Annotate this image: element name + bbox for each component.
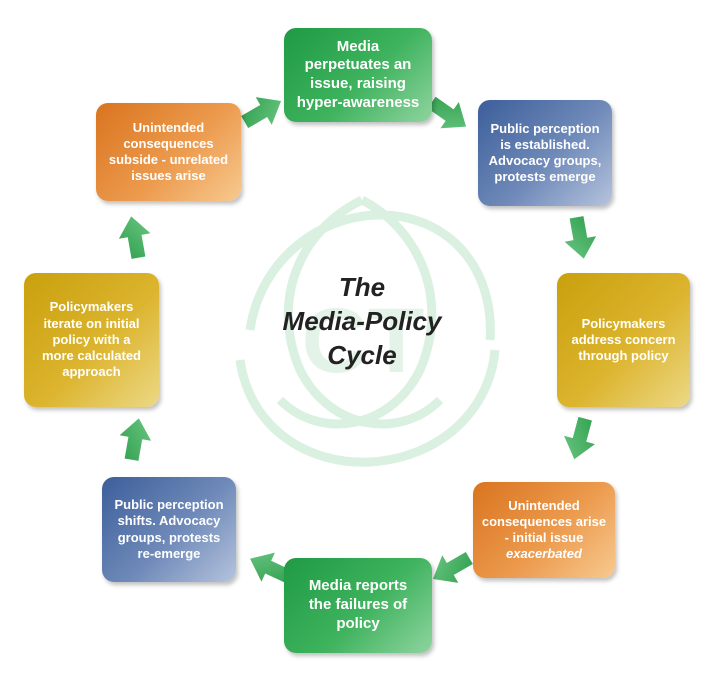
step-1-text: Media perpetuates an issue, raising hype… xyxy=(296,37,420,111)
step-8-text: Unintended consequences subside - unrela… xyxy=(108,119,229,184)
arrow-8-to-1 xyxy=(241,97,282,129)
step-8-box: Unintended consequences subside - unrela… xyxy=(96,103,241,201)
step-7-box: Policymakers iterate on initial policy w… xyxy=(24,273,159,407)
arrow-4-to-5 xyxy=(432,551,473,583)
cycle-title: The Media-Policy Cycle xyxy=(262,270,462,372)
watermark-letters: CT xyxy=(302,290,425,392)
step-2-box: Public perception is established. Advoca… xyxy=(478,100,612,206)
step-4-box: Unintended consequences arise - initial … xyxy=(473,482,615,578)
cycle-title-line-2: Media-Policy xyxy=(282,306,442,336)
cycle-title-line-1: The xyxy=(338,272,386,302)
arrow-6-to-7 xyxy=(119,418,152,461)
step-2-text: Public perception is established. Advoca… xyxy=(488,120,602,185)
arrow-7-to-8 xyxy=(118,216,151,259)
step-1-box: Media perpetuates an issue, raising hype… xyxy=(284,28,432,122)
step-3-box: Policymakers address concern through pol… xyxy=(557,273,690,407)
arrow-2-to-3 xyxy=(564,216,597,259)
step-6-box: Public perception shifts. Advocacy group… xyxy=(102,477,236,582)
step-3-text: Policymakers address concern through pol… xyxy=(571,315,676,364)
step-4-text: Unintended consequences arise - initial … xyxy=(481,497,607,562)
step-5-box: Media reports the failures of policy xyxy=(284,558,432,653)
step-7-text: Policymakers iterate on initial policy w… xyxy=(42,299,141,380)
arrow-1-to-2 xyxy=(427,96,467,129)
cycle-title-line-3: Cycle xyxy=(327,340,397,370)
step-5-text: Media reports the failures of policy xyxy=(308,577,408,632)
step-4-emphasis: exacerbated xyxy=(506,546,582,562)
arrow-5-to-6 xyxy=(250,552,292,583)
step-6-text: Public perception shifts. Advocacy group… xyxy=(114,497,224,561)
arrow-3-to-4 xyxy=(564,416,595,460)
